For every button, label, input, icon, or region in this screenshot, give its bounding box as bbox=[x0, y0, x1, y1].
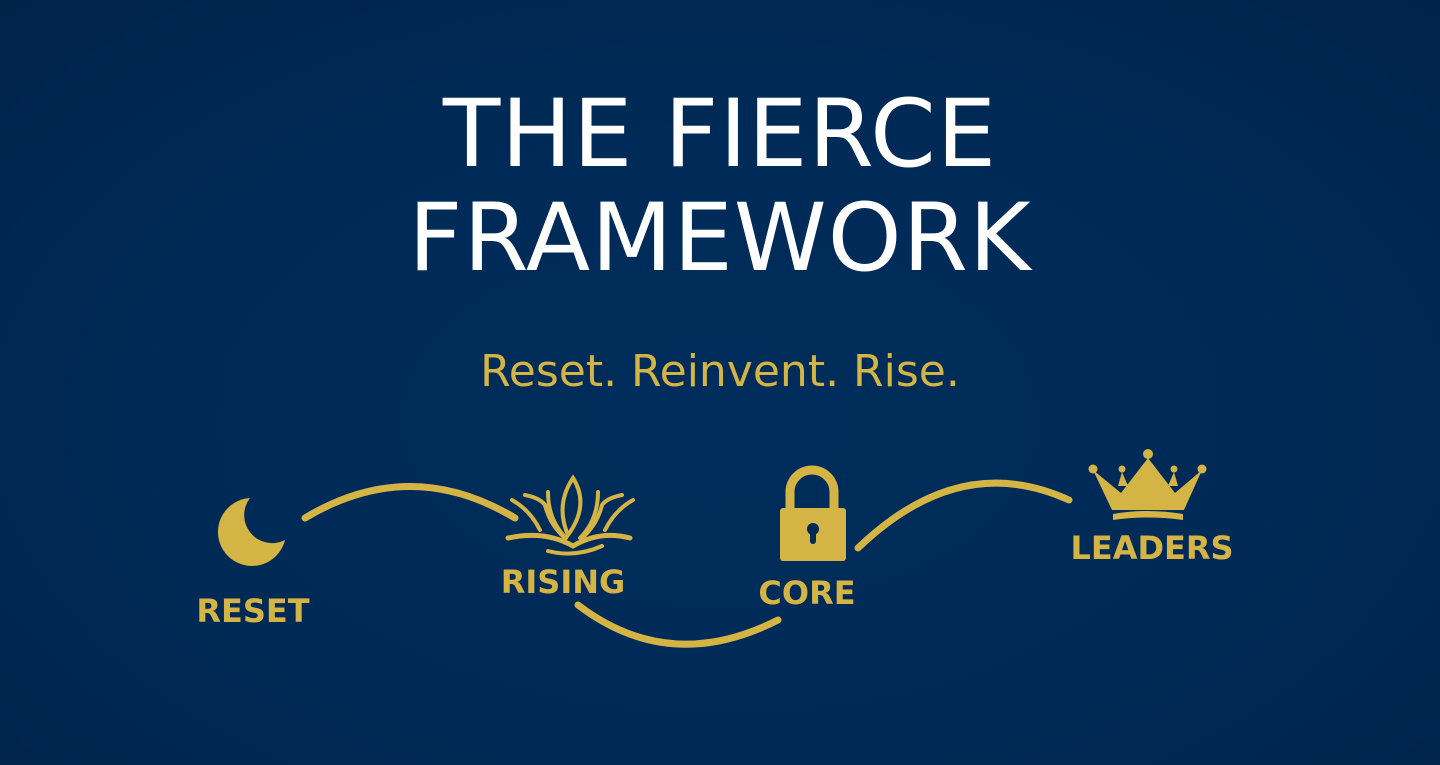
crown-icon bbox=[1088, 449, 1207, 520]
connector-arc-1 bbox=[301, 483, 519, 522]
subtitle: Reset. Reinvent. Rise. bbox=[480, 346, 960, 397]
step-label-core: CORE bbox=[758, 574, 856, 612]
title-line-1: THE FIERCE bbox=[442, 80, 998, 189]
lock-icon bbox=[780, 465, 846, 561]
step-label-rising: RISING bbox=[500, 563, 626, 601]
connector-arc-3 bbox=[854, 479, 1073, 552]
lotus-icon bbox=[505, 474, 635, 556]
connector-arc-2 bbox=[574, 601, 782, 648]
moon-icon bbox=[217, 498, 285, 566]
step-label-leaders: LEADERS bbox=[1070, 529, 1234, 567]
title-line-2: FRAMEWORK bbox=[408, 184, 1032, 293]
step-label-reset: RESET bbox=[196, 592, 310, 630]
